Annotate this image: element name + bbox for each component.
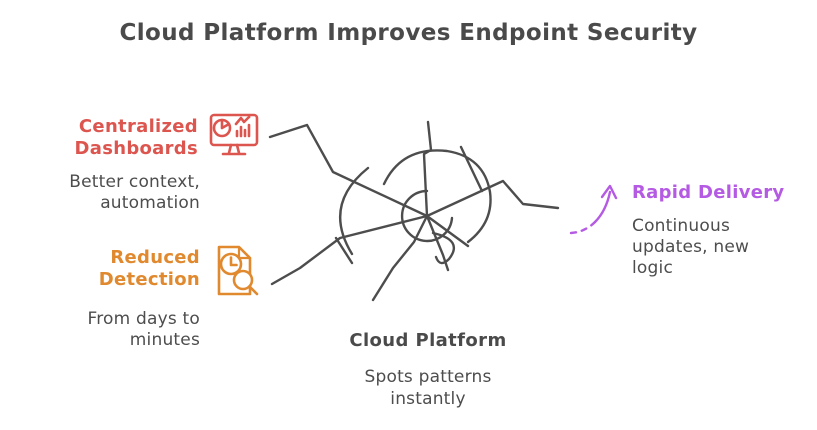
centralized-dashboards-description: Better context, automation — [69, 172, 200, 214]
cloud-platform-label: Cloud Platform — [349, 330, 507, 351]
reduced-detection-description: From days to minutes — [87, 309, 200, 351]
centralized-dashboards-heading: Centralized Dashboards — [74, 116, 198, 159]
feature-rapid-delivery: Rapid Delivery Continuous updates, new l… — [632, 182, 802, 279]
page-title: Cloud Platform Improves Endpoint Securit… — [119, 20, 698, 46]
reduced-detection-heading: Reduced Detection — [98, 247, 200, 290]
rapid-delivery-heading: Rapid Delivery — [632, 182, 785, 203]
curved-dashed-arrow-icon — [569, 184, 618, 235]
feature-reduced-detection: Reduced Detection From days to minutes — [30, 243, 260, 352]
cloud-platform-description: Spots patterns instantly — [364, 367, 492, 410]
monitor-analytics-icon — [209, 113, 259, 156]
feature-centralized-dashboards: Centralized Dashboards Better context, a… — [30, 112, 260, 215]
rapid-delivery-description: Continuous updates, new logic — [632, 215, 750, 279]
web-scribble — [268, 120, 560, 302]
document-clock-search-icon — [217, 245, 259, 296]
